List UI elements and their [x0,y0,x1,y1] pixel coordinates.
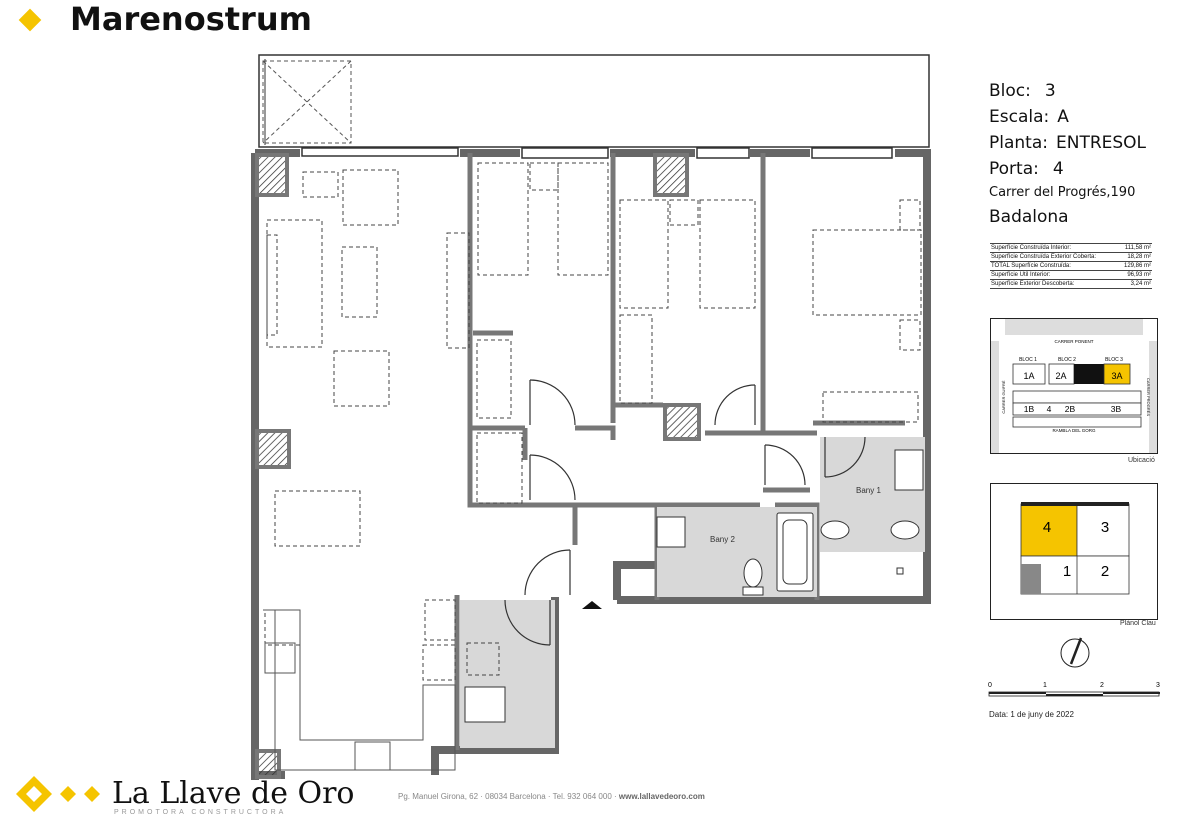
table-row: Superfície Construïda Exterior Coberta:1… [990,252,1152,262]
compass-icon [1060,637,1090,668]
svg-text:CARRER GUIFRÉ: CARRER GUIFRÉ [1001,380,1006,413]
svg-text:RAMBLA DEL GORG: RAMBLA DEL GORG [1052,428,1096,433]
svg-text:BLOC 1: BLOC 1 [1019,357,1037,363]
svg-text:1A: 1A [1023,371,1034,381]
bathroom-2-label: Bany 2 [710,535,735,544]
svg-text:BLOC 3: BLOC 3 [1105,357,1123,363]
svg-text:2: 2 [1100,682,1104,689]
svg-text:1: 1 [1043,682,1047,689]
svg-text:1B: 1B [1024,404,1035,414]
key-plan: 4 3 1 2 [990,483,1158,620]
svg-text:3B: 3B [1111,404,1122,414]
svg-text:2A: 2A [1055,371,1066,381]
svg-text:3: 3 [1101,519,1109,536]
table-row: Superfície Útil Interior:96,93 m² [990,270,1152,280]
scale-bar: 0 1 2 3 [988,682,1160,697]
table-row: Superfície Construïda Interior:111,58 m² [990,243,1152,253]
svg-text:2B: 2B [1065,404,1076,414]
footer-website-link[interactable]: www.lallavedeoro.com [618,792,705,801]
planta-label: Planta: [989,133,1048,153]
brand-name: La Llave de Oro [112,776,355,811]
svg-text:4: 4 [1043,519,1051,536]
title-diamond-icon [18,8,42,32]
bathroom-1-label: Bany 1 [856,486,881,495]
porta-value: 4 [1052,159,1064,179]
address-city: Badalona [989,207,1069,227]
brand-tagline: PROMOTORA CONSTRUCTORA [114,809,287,816]
bloc-label: Bloc: [989,81,1031,101]
surface-table: Superfície Construïda Interior:111,58 m²… [990,243,1152,289]
svg-text:1: 1 [1063,563,1071,580]
escala-label: Escala: [989,107,1050,127]
escala-value: A [1057,107,1069,127]
location-map: CARRER PONENT RAMBLA DEL GORG CARRER GUI… [990,318,1158,454]
svg-text:0: 0 [988,682,992,689]
svg-text:BLOC 2: BLOC 2 [1058,357,1076,363]
location-map-caption: Ubicació [1128,457,1155,464]
bloc-value: 3 [1044,81,1056,101]
key-plan-caption: Plànol Clau [1120,620,1156,627]
svg-text:3: 3 [1156,682,1160,689]
porta-label: Porta: [989,159,1039,179]
table-row: Superfície Exterior Descoberta:3,24 m² [990,279,1152,289]
brand-logo-icon [16,776,100,812]
svg-text:4: 4 [1047,404,1052,414]
floor-plan: Bany 1 Bany 2 [251,54,931,780]
svg-text:2: 2 [1101,563,1109,580]
svg-text:3A: 3A [1111,371,1122,381]
planta-value: ENTRESOL [1055,133,1147,153]
svg-text:CARRER PROGRÉS: CARRER PROGRÉS [1146,378,1151,416]
table-row: TOTAL Superfície Construïda:129,86 m² [990,261,1152,271]
unit-info: Bloc:3 Escala:A Planta:ENTRESOL Porta:4 … [989,78,1146,230]
page-title: Marenostrum [70,0,312,38]
svg-text:CARRER PONENT: CARRER PONENT [1054,339,1093,344]
address-street: Carrer del Progrés,190 [989,185,1136,200]
footer-address: Pg. Manuel Girona, 62 · 08034 Barcelona … [398,792,705,801]
plan-date: Data: 1 de juny de 2022 [989,710,1074,719]
